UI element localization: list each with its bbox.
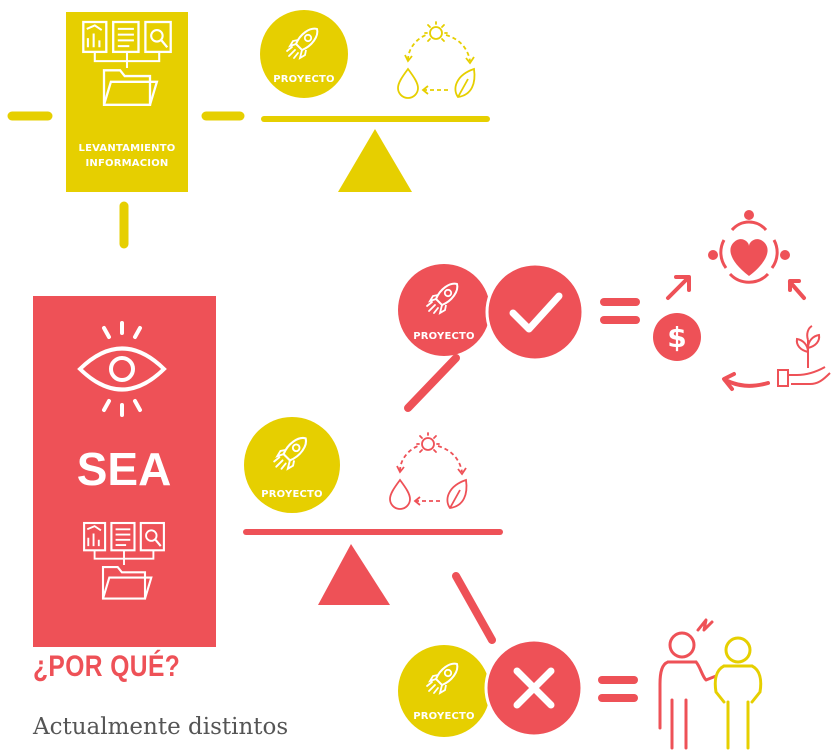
environment-cycle-icon bbox=[389, 432, 468, 510]
community-heart-icon bbox=[708, 210, 790, 284]
mid-project-badge bbox=[244, 417, 340, 513]
mid-project-label: PROYECTO bbox=[261, 489, 323, 500]
check-icon bbox=[509, 292, 563, 333]
close-icon bbox=[513, 667, 555, 709]
sea-title: SEA bbox=[77, 443, 172, 495]
lower-scale-fulcrum bbox=[318, 544, 390, 605]
top-project-label: PROYECTO bbox=[273, 74, 335, 85]
section-body-text: Actualmente distintos bbox=[33, 714, 289, 740]
cycle-arrows-icon bbox=[666, 275, 806, 391]
top-project-badge bbox=[260, 10, 348, 98]
lower-scale-diagram: PROYECTO bbox=[243, 354, 503, 644]
money-icon: $ bbox=[653, 313, 701, 361]
plant-hand-icon bbox=[777, 325, 831, 387]
approved-project-label: PROYECTO bbox=[413, 331, 475, 342]
top-scale-fulcrum bbox=[338, 129, 412, 192]
section-heading: ¿POR QUÉ? bbox=[33, 650, 181, 683]
positive-outcome: PROYECTO $ bbox=[398, 210, 831, 391]
equals-icon bbox=[598, 676, 638, 702]
info-gathering-label-line2: INFORMACION bbox=[86, 158, 169, 169]
equals-icon bbox=[600, 298, 640, 324]
approved-circle bbox=[485, 262, 585, 362]
sea-panel-background bbox=[33, 296, 216, 647]
eye-icon bbox=[77, 321, 167, 417]
info-gathering-panel bbox=[66, 12, 188, 192]
branch-up-line bbox=[404, 354, 460, 412]
branch-down-line bbox=[452, 572, 496, 644]
svg-text:$: $ bbox=[667, 321, 686, 354]
info-gathering-label-line1: LEVANTAMIENTO bbox=[79, 143, 176, 154]
rejected-project-label: PROYECTO bbox=[413, 711, 475, 722]
negative-outcome: PROYECTO bbox=[398, 618, 763, 750]
sea-panel: SEA bbox=[33, 296, 216, 647]
top-scale-diagram: LEVANTAMIENTO INFORMACION PROYECTO bbox=[7, 10, 490, 249]
environment-cycle-icon bbox=[397, 21, 476, 99]
conflict-people-icon bbox=[658, 618, 763, 750]
